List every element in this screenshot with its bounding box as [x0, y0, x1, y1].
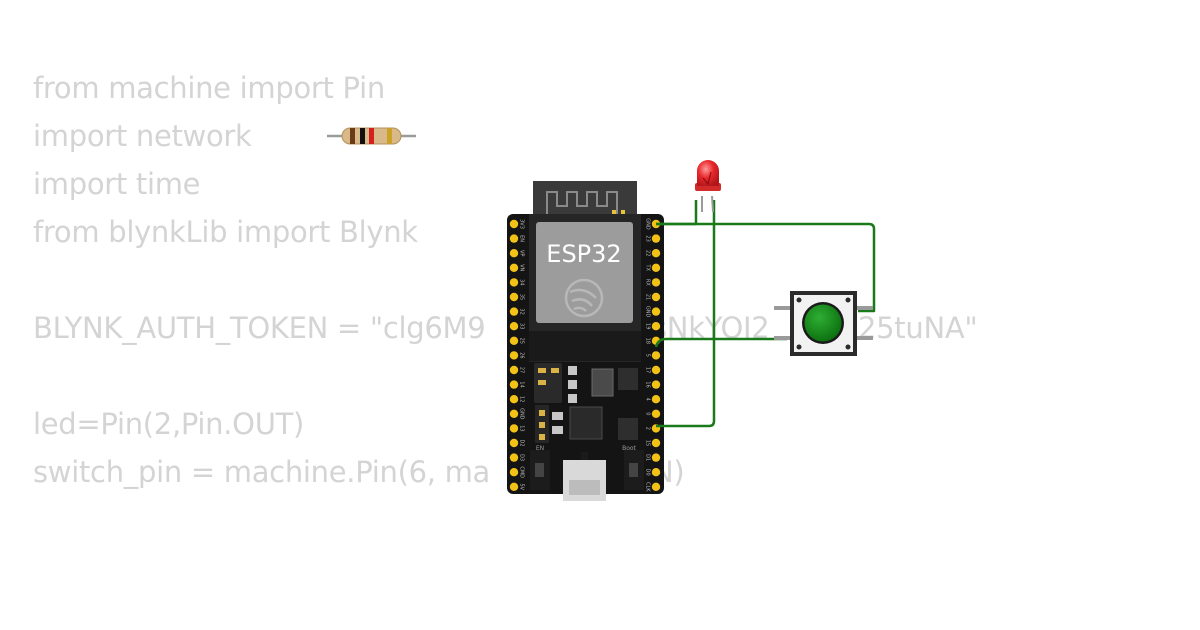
left-header-pin-18[interactable] — [509, 468, 519, 477]
right-header-pin-6[interactable] — [651, 292, 661, 302]
right-header-pin-18[interactable] — [651, 468, 661, 477]
pushbutton[interactable] — [774, 291, 873, 356]
left-header-pin-label: GND — [519, 408, 525, 420]
right-header-pin-label: 21 — [645, 294, 651, 300]
left-header-pin-19[interactable] — [509, 482, 519, 491]
right-header-pin-label: 19 — [645, 323, 651, 329]
right-header-pin-label: D0 — [645, 469, 651, 476]
pushbutton-cap[interactable] — [804, 304, 842, 342]
right-header-pin-label: CLK — [645, 482, 651, 492]
wire-pin2-led — [656, 200, 716, 428]
code-line-2: import network — [33, 119, 252, 153]
code-line-9: switch_pin = machine.Pin(6, ma — [33, 455, 491, 489]
wire-pin5-button — [654, 337, 787, 348]
left-header-pin-label: 3V3 — [519, 219, 525, 229]
code-line-8: led=Pin(2,Pin.OUT) — [33, 407, 305, 441]
wires — [654, 200, 876, 428]
espressif-logo-icon — [564, 278, 604, 318]
left-header-pin-label: 25 — [519, 338, 525, 344]
left-header-pin-7[interactable] — [509, 307, 519, 316]
left-header-pin-9[interactable] — [509, 336, 519, 345]
left-header-pin-label: 5V — [519, 483, 525, 490]
left-header-pin-label: D3 — [519, 454, 525, 461]
right-header-pin-label: 16 — [645, 381, 651, 387]
right-header-pin-label: TX — [645, 264, 651, 272]
left-header-pin-label: CMD — [519, 466, 525, 478]
right-header-pin-label: D1 — [645, 454, 651, 461]
right-header-pin-label: 22 — [645, 250, 651, 256]
left-header-pin-label: 13 — [519, 425, 525, 431]
left-header-pin-17[interactable] — [509, 453, 519, 462]
right-header-pin-4[interactable] — [651, 263, 661, 272]
left-header-pin-3[interactable] — [509, 249, 519, 258]
left-header-pin-5[interactable] — [509, 278, 519, 287]
left-header-pin-label: 35 — [519, 294, 525, 300]
right-header-pin-19[interactable] — [651, 482, 661, 491]
wire-gnd-led — [656, 200, 698, 226]
right-header-pin-8[interactable] — [651, 322, 661, 331]
wire-gnd-button — [656, 222, 876, 313]
right-header-pin-label: RX — [645, 279, 651, 286]
right-header-pin-label: 15 — [645, 440, 651, 446]
left-header-pin-label: 12 — [519, 396, 525, 402]
right-header-pin-label: 17 — [645, 367, 651, 373]
left-header-pin-label: VN — [519, 264, 525, 271]
left-header-pin-12[interactable] — [509, 380, 519, 389]
left-header-pin-15[interactable] — [509, 424, 519, 433]
right-header-pin-label: GND — [645, 218, 651, 230]
esp32-label: ESP32 — [546, 240, 621, 268]
right-header-pin-label: 23 — [645, 235, 651, 241]
resistor[interactable] — [327, 127, 416, 145]
left-header-pin-14[interactable] — [509, 409, 519, 418]
code-line-6: BLYNK_AUTH_TOKEN = "clg6M9 — [33, 311, 486, 345]
left-header-pin-11[interactable] — [509, 365, 519, 375]
left-header-pin-label: 34 — [519, 279, 525, 285]
left-header-pin-13[interactable] — [509, 395, 519, 404]
left-header-pin-10[interactable] — [509, 351, 519, 360]
red-led[interactable] — [695, 160, 721, 213]
right-header-pin-label: GND — [645, 306, 651, 318]
code-line-3: import time — [33, 167, 201, 201]
code-line-4: from blynkLib import Blynk — [33, 215, 418, 249]
left-header-pin-label: 27 — [519, 367, 525, 373]
code-line-1: from machine import Pin — [33, 71, 385, 105]
esp32-board[interactable]: ESP32 — [507, 181, 664, 501]
left-header-pin-8[interactable] — [509, 322, 519, 331]
right-header-pin-12[interactable] — [651, 380, 661, 389]
right-header-pin-16[interactable] — [651, 438, 661, 448]
right-header-pin-label: 18 — [645, 338, 651, 344]
en-label: EN — [536, 445, 544, 452]
code-fragment-token-end: 25tuNA" — [858, 311, 978, 345]
right-header-pin-3[interactable] — [651, 249, 661, 258]
right-header-pin-14[interactable] — [651, 409, 661, 418]
left-header-pin-4[interactable] — [509, 263, 519, 272]
left-header-pin-label: 14 — [519, 381, 525, 387]
left-header-pin-label: 33 — [519, 323, 525, 329]
right-header-pin-label: 4 — [645, 398, 651, 401]
left-header-pin-label: 26 — [519, 352, 525, 358]
right-header-pin-label: 5 — [645, 354, 651, 357]
right-header-pin-11[interactable] — [651, 365, 661, 375]
right-header-pin-label: 0 — [645, 412, 651, 415]
left-header-pin-6[interactable] — [509, 292, 519, 302]
right-header-pin-13[interactable] — [651, 395, 661, 404]
right-header-pin-10[interactable] — [651, 351, 661, 360]
right-header-pin-label: 2 — [645, 427, 651, 430]
left-header-pin-label: EN — [519, 235, 525, 242]
left-header-pin-label: VP — [519, 250, 525, 256]
right-header-pin-2[interactable] — [651, 234, 661, 243]
right-header-pin-5[interactable] — [651, 278, 661, 287]
boot-label: Boot — [622, 445, 636, 452]
right-header-pin-17[interactable] — [651, 453, 661, 462]
left-header-pin-16[interactable] — [509, 438, 519, 448]
left-header-pin-label: 32 — [519, 308, 525, 314]
left-header-pin-1[interactable] — [509, 219, 519, 229]
left-header-pin-2[interactable] — [509, 234, 519, 243]
right-header-pin-7[interactable] — [651, 307, 661, 316]
left-header-pin-label: D2 — [519, 439, 525, 446]
